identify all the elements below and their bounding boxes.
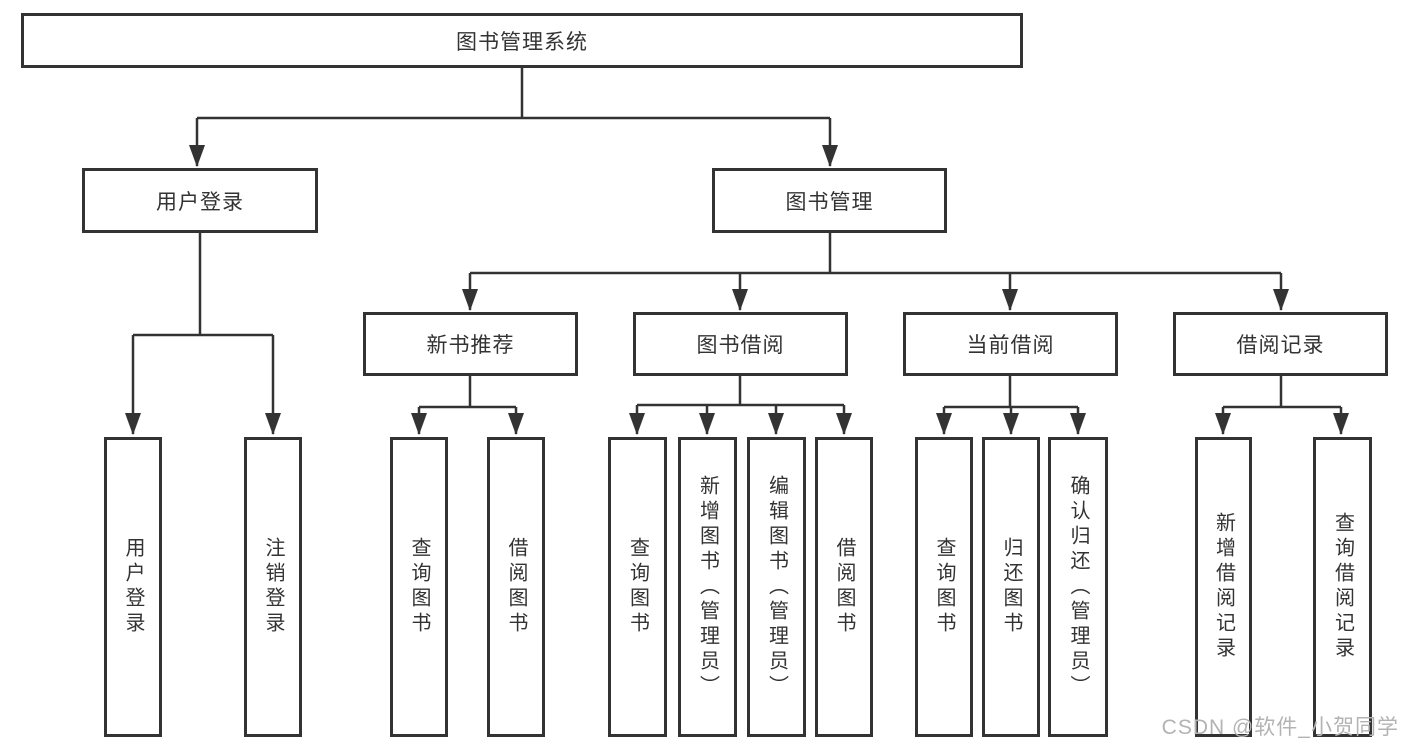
leaf-add-book-admin: 新增图书（管理员） <box>678 437 737 737</box>
node-library-management-system: 图书管理系统 <box>21 13 1023 68</box>
leaf-query-books-current: 查询图书 <box>915 437 973 737</box>
leaf-query-borrow-record: 查询借阅记录 <box>1313 437 1372 737</box>
node-current-borrowing: 当前借阅 <box>903 312 1118 376</box>
leaf-query-books-borrowing: 查询图书 <box>608 437 667 737</box>
node-borrowing-records: 借阅记录 <box>1173 312 1388 376</box>
leaf-user-login: 用户登录 <box>104 437 162 737</box>
leaf-borrow-books: 借阅图书 <box>815 437 873 737</box>
leaf-confirm-return-admin: 确认归还（管理员） <box>1048 437 1108 737</box>
leaf-add-borrow-record: 新增借阅记录 <box>1195 437 1252 737</box>
leaf-logout-login: 注销登录 <box>244 437 302 737</box>
node-book-management: 图书管理 <box>712 168 947 233</box>
leaf-edit-book-admin: 编辑图书（管理员） <box>747 437 806 737</box>
leaf-query-books-recommend: 查询图书 <box>390 437 448 737</box>
watermark: CSDN @软件_小贺同学 <box>1161 716 1399 739</box>
node-user-login: 用户登录 <box>82 168 318 233</box>
node-new-book-recommendation: 新书推荐 <box>363 312 578 376</box>
leaf-borrow-books-recommend: 借阅图书 <box>487 437 545 737</box>
node-book-borrowing: 图书借阅 <box>633 312 848 376</box>
leaf-return-books: 归还图书 <box>982 437 1040 737</box>
